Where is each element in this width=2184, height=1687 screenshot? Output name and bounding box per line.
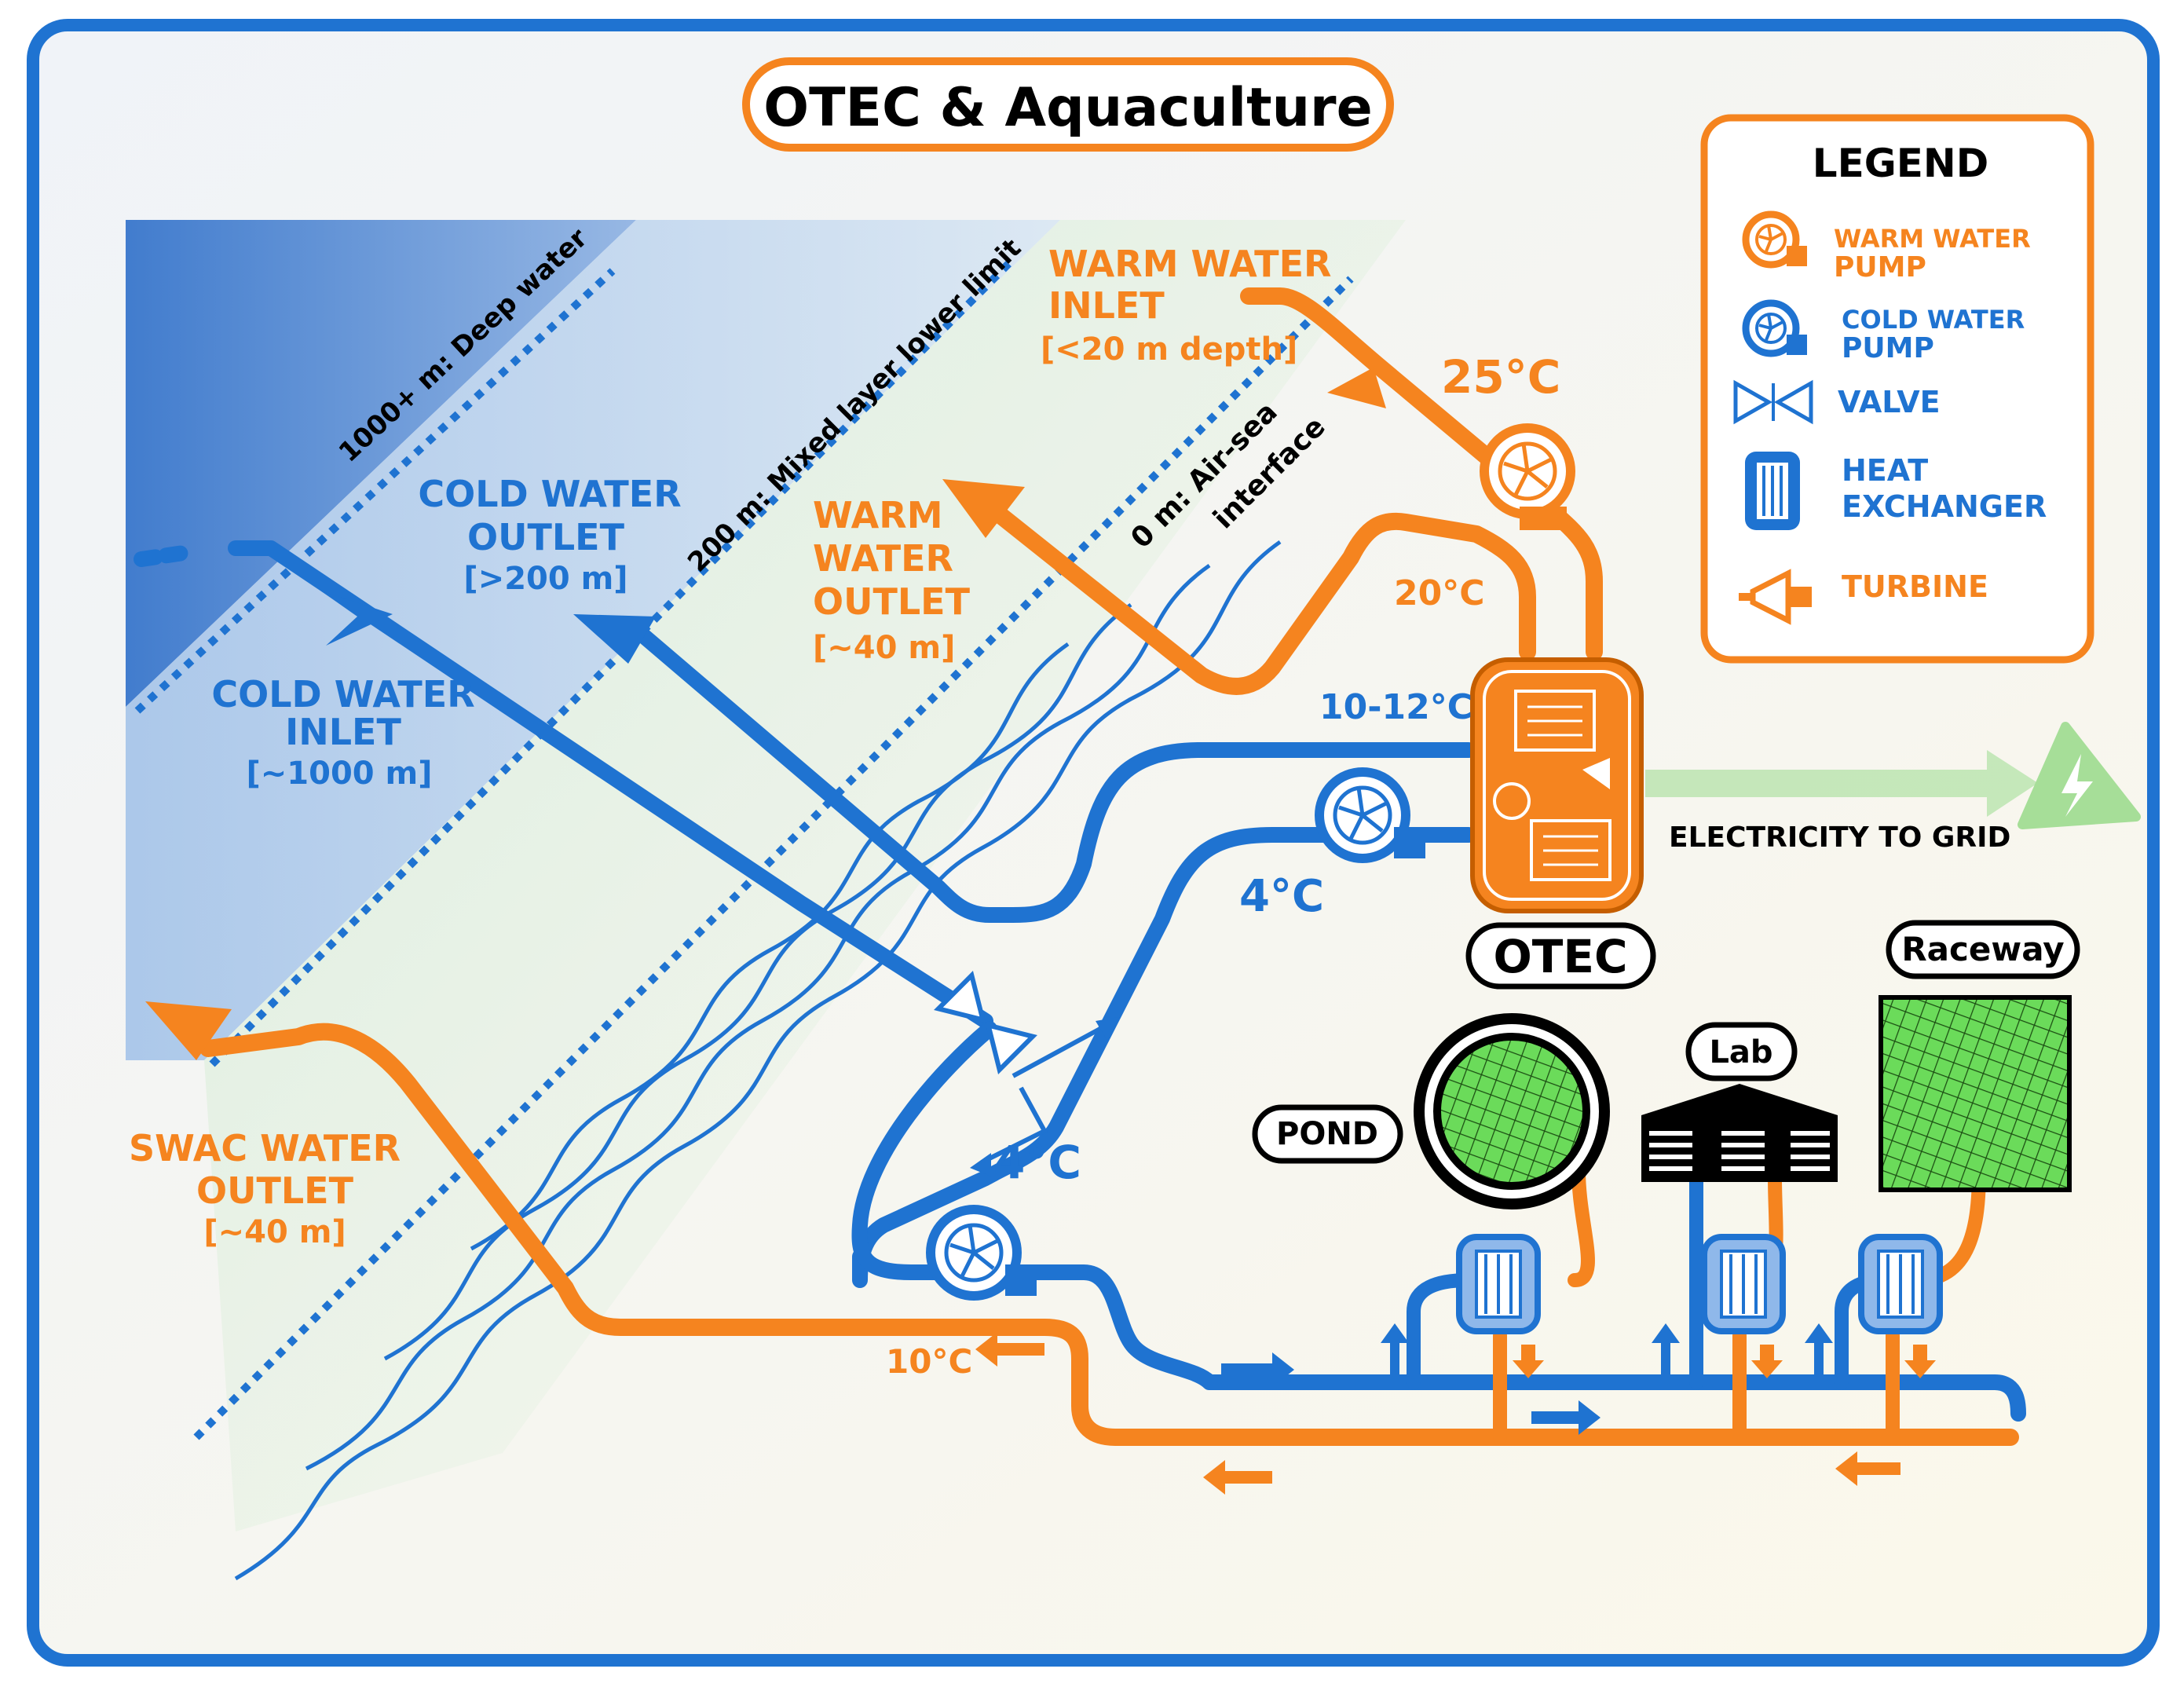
cold-water-inlet-pipe — [134, 540, 993, 1029]
cold-inlet-line2: INLET — [285, 711, 401, 753]
warm-outlet-line2: WATER — [813, 537, 953, 580]
lab-building — [1641, 1084, 1838, 1182]
warm-inlet-line2: INLET — [1048, 284, 1165, 327]
electricity-label: ELECTRICITY TO GRID — [1669, 822, 2010, 854]
mixed-layer-line — [209, 256, 1016, 1067]
cold-outlet-arrow — [573, 614, 656, 664]
cold-inlet-flow-arrow — [320, 591, 393, 646]
temp-4-mid: 4°C — [993, 1136, 1081, 1189]
raceway-label: Raceway — [1901, 930, 2064, 968]
mixed-layer-zone — [126, 220, 1060, 1060]
legend-hx-line2: EXCHANGER — [1842, 489, 2047, 524]
cold-water-pump-lower — [926, 1205, 1037, 1301]
warm-inlet-line1: WARM WATER — [1048, 243, 1331, 285]
legend-warm-line1: WARM WATER — [1834, 224, 2031, 254]
warm-water-outlet-pipe — [981, 498, 1536, 695]
waves — [234, 540, 1282, 1581]
warm-outlet-arrow — [942, 479, 1025, 538]
swac-outlet-line1: SWAC WATER — [129, 1127, 401, 1169]
warm-outlet-line3: OUTLET — [813, 580, 971, 623]
valve-icon — [1733, 379, 1813, 425]
warm-outlet-line1: WARM — [813, 494, 942, 536]
swac-return-pipe — [199, 1023, 2019, 1446]
flow-labels: WARM WATER INLET [<20 m depth] WARM WATE… — [129, 243, 2010, 1381]
swac-outlet-line2: OUTLET — [196, 1169, 354, 1212]
pond-label: POND — [1276, 1116, 1378, 1152]
legend-title: LEGEND — [1813, 141, 1989, 186]
warm-inlet-line3: [<20 m depth] — [1041, 331, 1297, 368]
warm-water-inlet-pipe — [1240, 287, 1603, 661]
legend-turbine-line1: TURBINE — [1842, 569, 1988, 604]
temp-25: 25°C — [1441, 350, 1560, 404]
pond — [1414, 1013, 1610, 1209]
cold-water-pump-upper — [1315, 767, 1425, 863]
legend: LEGEND WARM WATER PUMP COLD WATER PUMP V… — [1700, 114, 2094, 664]
heat-exchangers — [1456, 1234, 1943, 1334]
legend-hx-line1: HEAT — [1842, 453, 1928, 488]
heat-exchanger-icon — [1745, 452, 1800, 530]
swac-outlet-line3: [~40 m] — [203, 1214, 346, 1250]
temp-10: 10°C — [886, 1342, 972, 1381]
temp-10-12: 10-12°C — [1319, 687, 1472, 727]
warm-water-pump — [1480, 423, 1575, 530]
cold-outlet-line2: OUTLET — [467, 516, 625, 558]
otec-plant — [1470, 657, 1644, 913]
page-title: OTEC & Aquaculture — [763, 77, 1372, 139]
legend-warm-line2: PUMP — [1834, 251, 1926, 284]
legend-cold-line2: PUMP — [1842, 332, 1934, 364]
temp-4-top: 4°C — [1239, 871, 1324, 922]
cold-inlet-line1: COLD WATER — [211, 673, 474, 715]
swac-outlet-arrow — [145, 1001, 232, 1060]
valve — [934, 971, 1037, 1074]
turbine-icon — [1739, 569, 1812, 625]
electricity-arrow — [1645, 722, 2141, 829]
facility-labels: OTEC Raceway Lab POND — [1252, 920, 2080, 1164]
cold-outlet-line3: [>200 m] — [463, 561, 627, 597]
legend-cold-line1: COLD WATER — [1842, 305, 2025, 335]
cold-pump-icon — [1742, 299, 1807, 357]
legend-valve-line1: VALVE — [1838, 385, 1941, 419]
warm-inlet-flow-arrow — [1327, 357, 1386, 408]
warm-outlet-line4: [~40 m] — [813, 630, 955, 666]
raceway — [1879, 995, 2072, 1192]
aquaculture-cold-pipe — [851, 1021, 2026, 1422]
otec-label: OTEC — [1493, 930, 1627, 983]
title-box — [742, 57, 1394, 152]
warm-pump-icon — [1742, 210, 1807, 269]
temp-20: 20°C — [1394, 573, 1485, 613]
lab-label: Lab — [1709, 1034, 1772, 1070]
small-flow-arrows — [970, 1017, 1936, 1495]
cold-outlet-line1: COLD WATER — [418, 473, 681, 515]
cold-water-outlet-pipe — [636, 628, 1476, 923]
cold-inlet-line3: [~1000 m] — [246, 756, 432, 792]
